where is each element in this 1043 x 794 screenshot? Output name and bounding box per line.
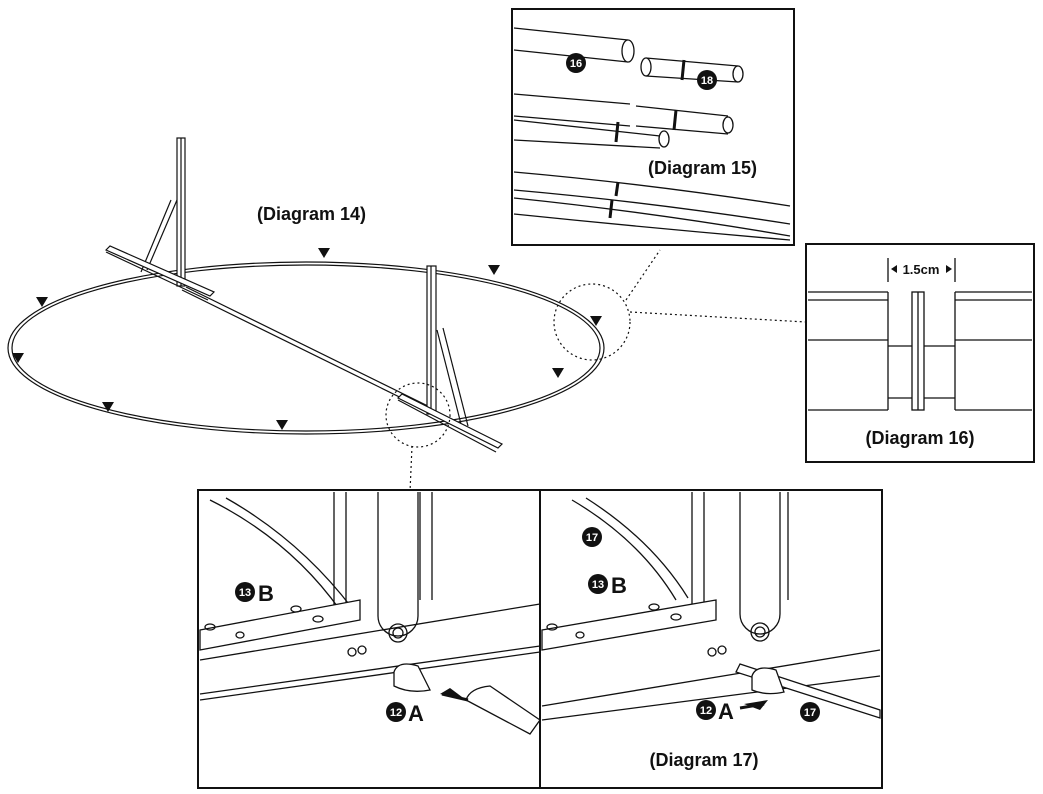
diagram-16: 1.5cm (Diagram 16) [805,243,1035,463]
center-beam [181,289,431,413]
joint-marker [276,420,288,430]
tag-a-left: A [408,701,424,726]
leader-to-diagram-16 [629,311,807,323]
diagram-15: 16 18 (Diagram 15) [511,8,795,246]
part-badge-12-right-label: 12 [700,705,712,717]
part-badge-18 [697,70,717,90]
diagram-14 [7,137,807,493]
joint-marker [318,248,330,258]
joint-markers [12,248,602,430]
zoom-circle-joint [553,283,631,361]
part-badge-12-left [386,702,406,722]
joint-marker [12,353,24,363]
part-badge-17-bottom [800,702,820,722]
part-badge-13-left [235,582,255,602]
joint-marker [590,316,602,326]
part-badge-17-bottom-label: 17 [804,707,816,719]
joint-marker [488,265,500,275]
diagram-17: 13 B 12 A [197,489,883,789]
leader-to-diagram-17 [409,445,413,493]
zoom-circle-leg [385,382,451,448]
joint-marker [36,297,48,307]
left-upright [104,137,216,301]
diagram-16-caption: (Diagram 16) [865,428,974,448]
part-badge-13-right-label: 13 [592,579,604,591]
diagram-17-caption: (Diagram 17) [649,750,758,770]
oval-frame-inner [11,264,601,432]
part-badge-12-right [696,700,716,720]
part-badge-18-label: 18 [701,75,713,87]
right-upright [396,265,504,453]
part-badge-16 [566,53,586,73]
oval-frame-outer [7,261,605,435]
diagram-15-caption: (Diagram 15) [648,158,757,178]
joint-marker [552,368,564,378]
part-badge-17-top-label: 17 [586,532,598,544]
diagram-17-right-panel [541,492,881,721]
tag-b-left: B [258,581,274,606]
part-badge-13-left-label: 13 [239,587,251,599]
leader-to-diagram-15 [625,249,661,301]
gap-measurement: 1.5cm [903,262,940,277]
part-badge-16-label: 16 [570,58,582,70]
part-badge-13-right [588,574,608,594]
joint-marker [102,402,114,412]
tag-b-right: B [611,573,627,598]
diagram-17-left-panel [199,492,541,735]
part-badge-17-top [582,527,602,547]
part-badge-12-left-label: 12 [390,707,402,719]
diagram-14-caption: (Diagram 14) [257,204,366,224]
tag-a-right: A [718,699,734,724]
